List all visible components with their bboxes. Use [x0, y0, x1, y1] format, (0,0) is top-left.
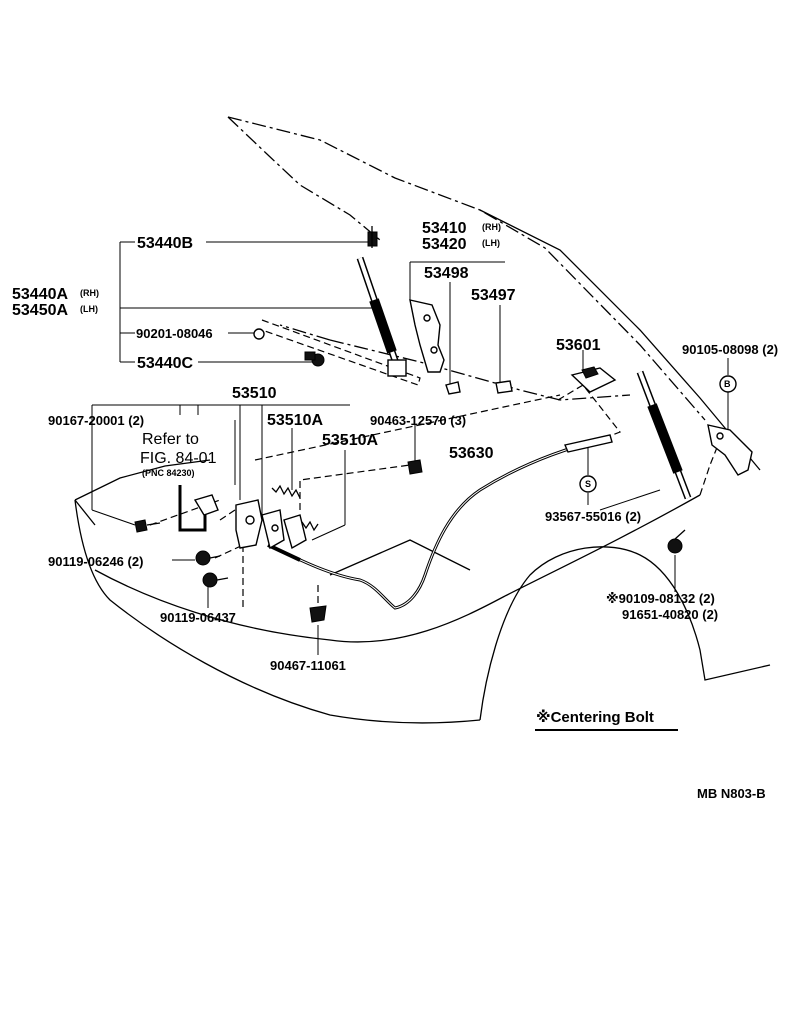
bolt-90167 [134, 519, 161, 533]
label-53440a: 53440A [12, 286, 68, 303]
label-93567: 93567-55016 (2) [545, 509, 641, 524]
label-53498: 53498 [424, 265, 469, 282]
label-53630: 53630 [449, 445, 494, 462]
label-53450a-side: (LH) [80, 304, 98, 314]
bolt-90119-06437 [202, 572, 229, 588]
marker-b [719, 375, 737, 393]
hood-stay-bracket [707, 424, 753, 476]
refer-line1: Refer to [142, 431, 199, 448]
label-90109: ※90109-08132 (2) [606, 591, 715, 606]
label-90167: 90167-20001 (2) [48, 413, 144, 428]
hood-support-rod-left [356, 256, 407, 377]
label-53410: 53410 [422, 220, 467, 237]
label-53450a: 53450A [12, 302, 68, 319]
label-53410-side: (RH) [482, 222, 501, 232]
dashed-guides [149, 319, 621, 612]
label-53601: 53601 [556, 337, 601, 354]
label-53510a-2: 53510A [322, 432, 378, 449]
grommet-53440C [304, 351, 325, 367]
legend-note: ※Centering Bolt [536, 708, 654, 726]
label-91651: 91651-40820 (2) [622, 607, 718, 622]
label-53440a-side: (RH) [80, 288, 99, 298]
label-90467: 90467-11061 [270, 658, 346, 673]
hood-hinge [409, 299, 445, 373]
refer-line3: (PNC 84230) [142, 468, 195, 478]
hood-support-rod-right [636, 370, 692, 500]
marker-s-text: S [585, 479, 591, 489]
clip-90467 [309, 605, 327, 623]
marker-b-text: B [724, 379, 731, 389]
label-53440b: 53440B [137, 235, 193, 252]
hood-lock-striker-ref [178, 485, 219, 532]
label-90119-06437: 90119-06437 [160, 610, 236, 625]
lock-spring-53510A-2 [301, 520, 319, 532]
lock-spring-53510A-1 [271, 484, 301, 499]
bolt-53440B [367, 226, 378, 248]
marker-s [579, 475, 597, 493]
label-90463: 90463-12570 (3) [370, 413, 466, 428]
label-53420: 53420 [422, 236, 467, 253]
hinge-pad-53497 [495, 380, 513, 394]
label-53440c: 53440C [137, 355, 193, 372]
hood-lock-assembly-53510 [235, 499, 307, 550]
centering-bolt-90109 [667, 529, 686, 554]
label-53497: 53497 [471, 287, 516, 304]
label-90105: 90105-08098 (2) [682, 342, 778, 357]
footer-code: MB N803-B [697, 786, 766, 801]
washer-90201 [253, 328, 265, 340]
label-53510a-1: 53510A [267, 412, 323, 429]
leader-lines [91, 241, 729, 655]
label-90201: 90201-08046 [136, 326, 213, 341]
refer-line2: FIG. 84-01 [140, 450, 217, 467]
hood-release-cable-53630 [267, 434, 613, 610]
clip-90463 [407, 459, 423, 475]
release-lever-53601 [570, 366, 617, 393]
label-53510: 53510 [232, 385, 277, 402]
bolt-90119-06246 [195, 550, 221, 566]
label-90119-06246: 90119-06246 (2) [48, 554, 143, 569]
hinge-pad-53498 [445, 381, 461, 395]
label-53420-side: (LH) [482, 238, 500, 248]
